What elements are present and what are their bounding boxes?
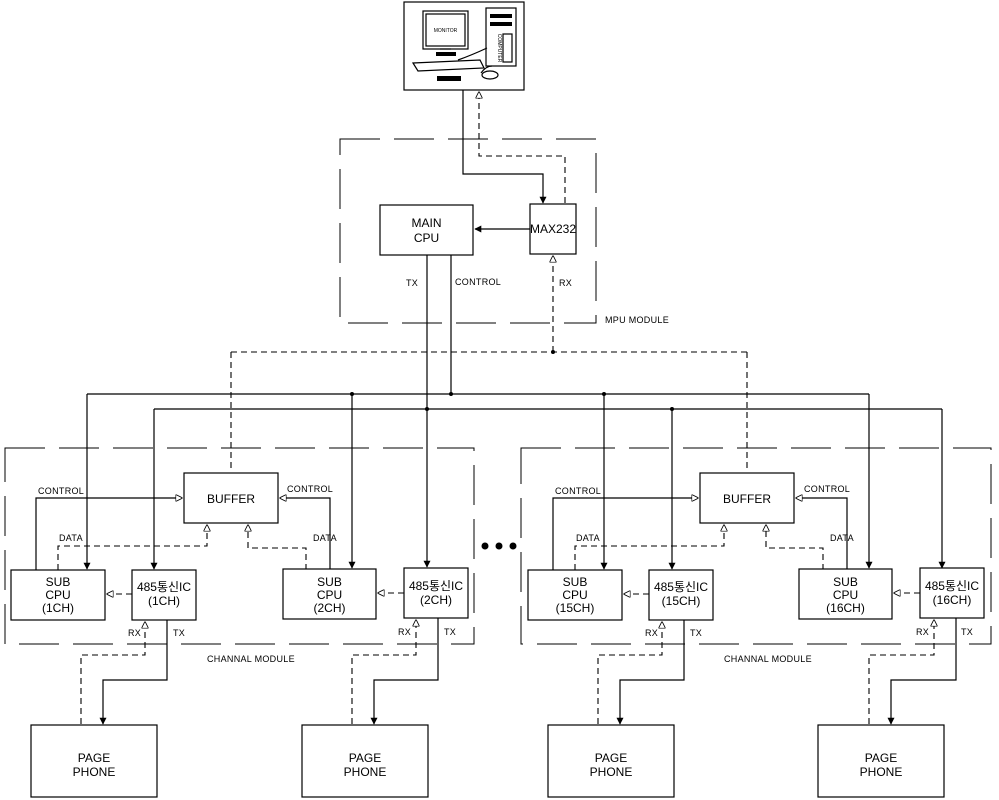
- main-cpu-label-line2: CPU: [414, 231, 439, 245]
- pc-illustration: MONITOR COMPUTER: [403, 1, 525, 91]
- channel-module-label: CHANNAL MODULE: [724, 654, 812, 664]
- rs485-ic-label: (16CH): [933, 593, 972, 607]
- sub-cpu-label: SUB: [563, 575, 588, 589]
- data-label: DATA: [313, 533, 337, 543]
- mouse-icon: [481, 70, 499, 80]
- data-label: DATA: [59, 533, 83, 543]
- page-phone-box: [817, 724, 945, 798]
- page-phone-label: PAGE: [595, 751, 627, 765]
- rs485-ic-box: [131, 569, 197, 621]
- rx-label: RX: [128, 628, 141, 638]
- sub-cpu-label: (2CH): [314, 601, 346, 615]
- rs485-ic-label: (15CH): [662, 594, 701, 608]
- rs485-ic-box: [919, 567, 985, 619]
- rx-label: RX: [559, 278, 572, 288]
- sub-cpu-label: (1CH): [42, 601, 74, 615]
- page-phone-box: [301, 724, 429, 798]
- sub-cpu-label: (15CH): [556, 601, 595, 615]
- sub-cpu-box: [798, 568, 893, 620]
- mpu-module: MPU MODULE MAIN CPU MAX232 TX CONTROL RX: [339, 138, 669, 325]
- page-phone-box: [547, 724, 675, 798]
- data-label: DATA: [576, 533, 600, 543]
- computer-label: COMPUTER: [496, 34, 502, 63]
- rs485-ic-box: [648, 569, 714, 621]
- bus-lines: [87, 255, 942, 472]
- sub-cpu-box: [10, 569, 106, 621]
- mpu-module-boundary: [339, 138, 597, 324]
- tx-label: TX: [690, 628, 702, 638]
- keyboard-icon: [411, 59, 485, 72]
- max232-label: MAX232: [530, 222, 576, 236]
- sub-cpu-label: CPU: [45, 588, 70, 602]
- sub-cpu-label: CPU: [562, 588, 587, 602]
- main-cpu-box: [379, 204, 474, 256]
- channel-module-left: CHANNAL MODULE BUFFER CONTROL CONTROL DA…: [4, 394, 475, 664]
- tx-label: TX: [961, 627, 973, 637]
- page-phone-label: PHONE: [860, 765, 903, 779]
- page-phones: PAGE PHONE PAGE PHONE PAGE PHONE PAGE PH…: [30, 724, 945, 798]
- page-phone-label: PAGE: [349, 751, 381, 765]
- page-phone-label: PHONE: [590, 765, 633, 779]
- sub-cpu-label: CPU: [317, 588, 342, 602]
- sub-cpu-box: [527, 569, 623, 621]
- rs485-ic-label: (2CH): [420, 593, 452, 607]
- mpu-module-label: MPU MODULE: [605, 315, 669, 325]
- sub-cpu-label: SUB: [833, 575, 858, 589]
- page-phone-label: PHONE: [344, 765, 387, 779]
- buffer-label: BUFFER: [207, 492, 255, 506]
- monitor-icon: [422, 10, 469, 50]
- pc-max232-link: [462, 90, 566, 204]
- buffer-box: [183, 472, 279, 524]
- sub-cpu-label: SUB: [46, 575, 71, 589]
- tx-label: TX: [173, 628, 185, 638]
- control-label: CONTROL: [555, 486, 601, 496]
- rx-label: RX: [645, 628, 658, 638]
- control-label: CONTROL: [804, 484, 850, 494]
- channel-module-right: CHANNAL MODULE BUFFER CONTROL CONTROL DA…: [520, 394, 992, 664]
- channel-module-boundary: [520, 447, 992, 645]
- tx-label: TX: [406, 278, 418, 288]
- tx-label: TX: [444, 627, 456, 637]
- ellipsis-dots: [481, 542, 517, 550]
- buffer-box: [699, 472, 795, 524]
- data-label: DATA: [830, 533, 854, 543]
- rs485-ic-label: (1CH): [148, 594, 180, 608]
- channel-module-boundary: [4, 447, 475, 645]
- rx-label: RX: [398, 627, 411, 637]
- max232-box: [529, 203, 577, 255]
- channel-module-label: CHANNAL MODULE: [207, 654, 295, 664]
- control-label: CONTROL: [38, 486, 84, 496]
- sub-cpu-label: (16CH): [826, 601, 865, 615]
- page-phone-label: PAGE: [865, 751, 897, 765]
- monitor-stand: [436, 52, 456, 56]
- sub-cpu-box: [282, 568, 377, 620]
- buffer-label: BUFFER: [723, 492, 771, 506]
- rs485-ic-box: [403, 567, 469, 619]
- rx-label: RX: [916, 627, 929, 637]
- control-label: CONTROL: [287, 484, 333, 494]
- sub-cpu-label: CPU: [833, 588, 858, 602]
- phone-links: RX TX RX TX RX TX RX TX: [80, 618, 973, 725]
- page-phone-label: PHONE: [73, 765, 116, 779]
- rs485-ic-label: 485통신IC: [654, 580, 708, 594]
- main-cpu-label-line1: MAIN: [412, 216, 442, 230]
- rs485-ic-label: 485통신IC: [925, 579, 979, 593]
- monitor-label: MONITOR: [434, 28, 458, 34]
- rs485-ic-label: 485통신IC: [137, 580, 191, 594]
- page-phone-box: [30, 724, 158, 798]
- control-label: CONTROL: [455, 277, 501, 287]
- page-phone-label: PAGE: [78, 751, 110, 765]
- sub-cpu-label: SUB: [317, 575, 342, 589]
- rs485-ic-label: 485통신IC: [409, 579, 463, 593]
